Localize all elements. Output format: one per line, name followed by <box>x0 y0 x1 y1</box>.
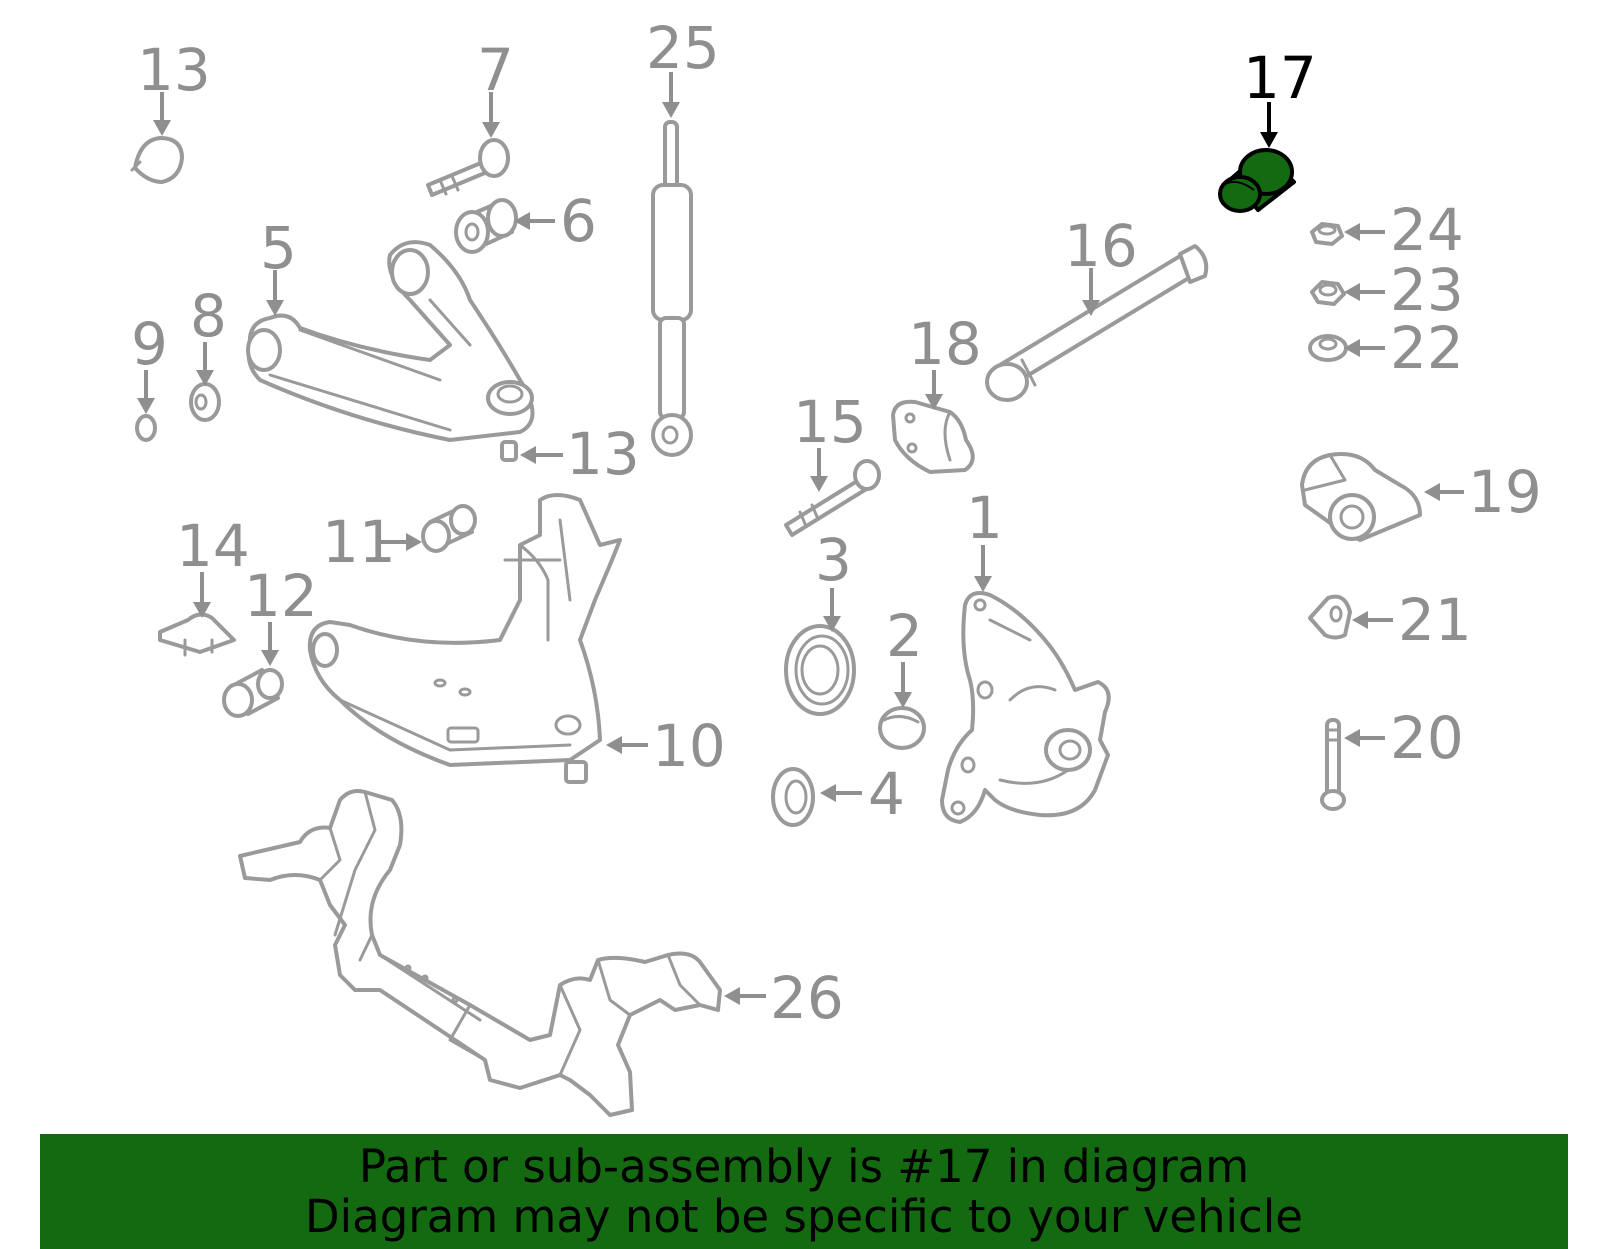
part-26-crossmember[interactable] <box>238 789 722 1117</box>
callout-5[interactable]: 5 <box>260 214 297 282</box>
part-17-bushing-highlighted[interactable] <box>1218 148 1296 213</box>
part-13-bump-stop[interactable] <box>130 136 184 184</box>
part-24-nut[interactable] <box>1310 222 1344 246</box>
footer-line-part-number: Part or sub-assembly is #17 in diagram <box>358 1140 1250 1193</box>
part-22-washer[interactable] <box>1308 334 1348 362</box>
part-21-bracket[interactable] <box>1308 594 1352 640</box>
callout-20[interactable]: 20 <box>1390 704 1464 772</box>
callout-7[interactable]: 7 <box>477 36 514 104</box>
callout-2[interactable]: 2 <box>886 602 923 670</box>
footer-line-disclaimer: Diagram may not be specific to your vehi… <box>305 1190 1303 1243</box>
part-15-bolt[interactable] <box>784 459 881 537</box>
part-19-bracket[interactable] <box>1300 452 1422 542</box>
part-10-lower-control-arm[interactable] <box>307 493 622 784</box>
part-5-upper-control-arm[interactable] <box>246 240 535 462</box>
footer-banner: Part or sub-assembly is #17 in diagram D… <box>40 1134 1568 1249</box>
part-20-bolt[interactable] <box>1320 718 1346 811</box>
callout-25[interactable]: 25 <box>646 14 720 82</box>
callout-11[interactable]: 11 <box>322 508 396 576</box>
part-18-bracket[interactable] <box>891 399 975 474</box>
callout-21[interactable]: 21 <box>1398 586 1472 654</box>
part-3-bearing[interactable] <box>784 624 856 716</box>
callout-23[interactable]: 23 <box>1390 256 1464 324</box>
callout-12[interactable]: 12 <box>244 562 318 630</box>
callout-14[interactable]: 14 <box>176 512 250 580</box>
callout-24[interactable]: 24 <box>1390 196 1464 264</box>
part-1-steering-knuckle[interactable] <box>940 591 1111 824</box>
part-14-mount[interactable] <box>158 612 236 657</box>
part-11-bushing[interactable] <box>421 504 477 553</box>
callout-18[interactable]: 18 <box>908 310 982 378</box>
part-12-bushing[interactable] <box>222 668 284 718</box>
part-4-seal[interactable] <box>771 767 815 827</box>
callout-numbers: 13 7 25 17 6 5 8 9 13 16 24 23 22 18 15 … <box>131 14 1542 1032</box>
callout-13-middle[interactable]: 13 <box>566 420 640 488</box>
part-7-bolt[interactable] <box>426 138 510 197</box>
callout-17-highlighted[interactable]: 17 <box>1243 44 1317 112</box>
callout-3[interactable]: 3 <box>815 526 852 594</box>
part-25-shock-absorber[interactable] <box>651 120 693 457</box>
callout-10[interactable]: 10 <box>652 712 726 780</box>
callout-6[interactable]: 6 <box>560 187 597 255</box>
part-16-strut-rod[interactable] <box>985 244 1209 402</box>
part-9-washer[interactable] <box>135 414 157 442</box>
callout-16[interactable]: 16 <box>1064 212 1138 280</box>
callout-26[interactable]: 26 <box>770 964 844 1032</box>
callout-4[interactable]: 4 <box>868 760 905 828</box>
callout-9[interactable]: 9 <box>131 310 168 378</box>
part-23-nut[interactable] <box>1310 280 1346 306</box>
callout-19[interactable]: 19 <box>1468 458 1542 526</box>
part-6-bushing[interactable] <box>454 198 518 254</box>
callout-8[interactable]: 8 <box>190 282 227 350</box>
callout-15[interactable]: 15 <box>793 388 867 456</box>
part-2-cap[interactable] <box>878 706 926 750</box>
callout-arrows <box>137 72 1464 1005</box>
part-8-bushing[interactable] <box>189 382 221 422</box>
callout-22[interactable]: 22 <box>1390 314 1464 382</box>
callout-1[interactable]: 1 <box>966 484 1003 552</box>
callout-13-top[interactable]: 13 <box>137 36 211 104</box>
